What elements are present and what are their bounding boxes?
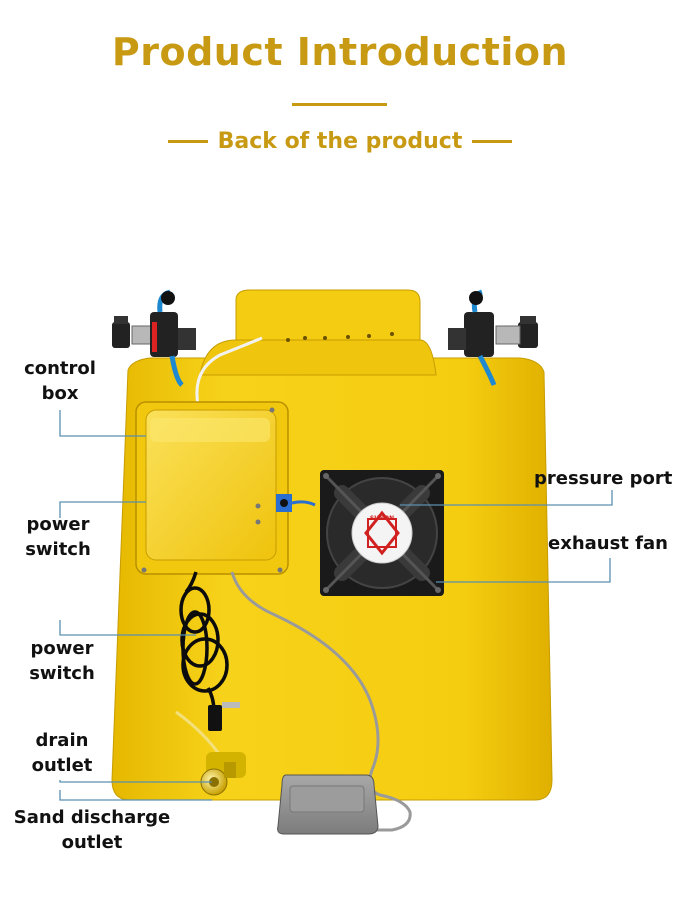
page-title: Product Introduction [111, 30, 569, 74]
subtitle-row: Back of the product [0, 126, 680, 156]
left-regulator [112, 289, 196, 387]
label-drain-outlet: drain outlet [22, 728, 102, 778]
label-control-box-line1: control [24, 358, 96, 379]
label-power-switch-2-line1: power [30, 638, 94, 659]
leader-exhaust-fan [436, 558, 611, 583]
pedal-cable [230, 571, 412, 832]
label-sand-discharge-line2: outlet [61, 832, 123, 853]
label-control-box-line2: box [41, 383, 79, 404]
label-power-switch-2-line2: switch [29, 663, 95, 684]
fan-brand-logo: SUNON [370, 515, 394, 522]
leader-drain-outlet [59, 780, 212, 783]
label-power-switch-1-line2: switch [25, 539, 91, 560]
foot-pedal [277, 774, 379, 835]
exhaust-fan: SUNON [320, 470, 444, 596]
subtitle-dash-left [167, 139, 208, 143]
leader-sand-discharge [59, 790, 212, 801]
label-power-switch-1-line1: power [26, 514, 90, 535]
power-plug [208, 705, 222, 731]
subtitle: Back of the product [217, 128, 463, 154]
label-power-switch-2: power switch [22, 636, 102, 686]
control-box [135, 401, 289, 575]
title-underline [292, 103, 387, 106]
leader-control-box [59, 410, 146, 437]
label-drain-outlet-line1: drain [35, 730, 89, 751]
leader-power-switch-1 [59, 501, 146, 518]
label-sand-discharge-outlet: Sand discharge outlet [6, 805, 178, 855]
label-sand-discharge-line1: Sand discharge [13, 807, 171, 828]
label-exhaust-fan: exhaust fan [548, 533, 668, 554]
drain-valve [175, 710, 246, 796]
label-control-box: control box [20, 356, 100, 406]
power-cord [179, 571, 229, 713]
label-power-switch-1: power switch [18, 512, 98, 562]
right-regulator [448, 289, 538, 386]
subtitle-dash-right [472, 139, 513, 143]
label-drain-outlet-line2: outlet [31, 755, 93, 776]
leader-power-switch-2 [59, 620, 196, 636]
box-fitting [276, 494, 316, 512]
label-pressure-port: pressure port [534, 468, 673, 489]
leader-pressure-port [400, 490, 613, 506]
